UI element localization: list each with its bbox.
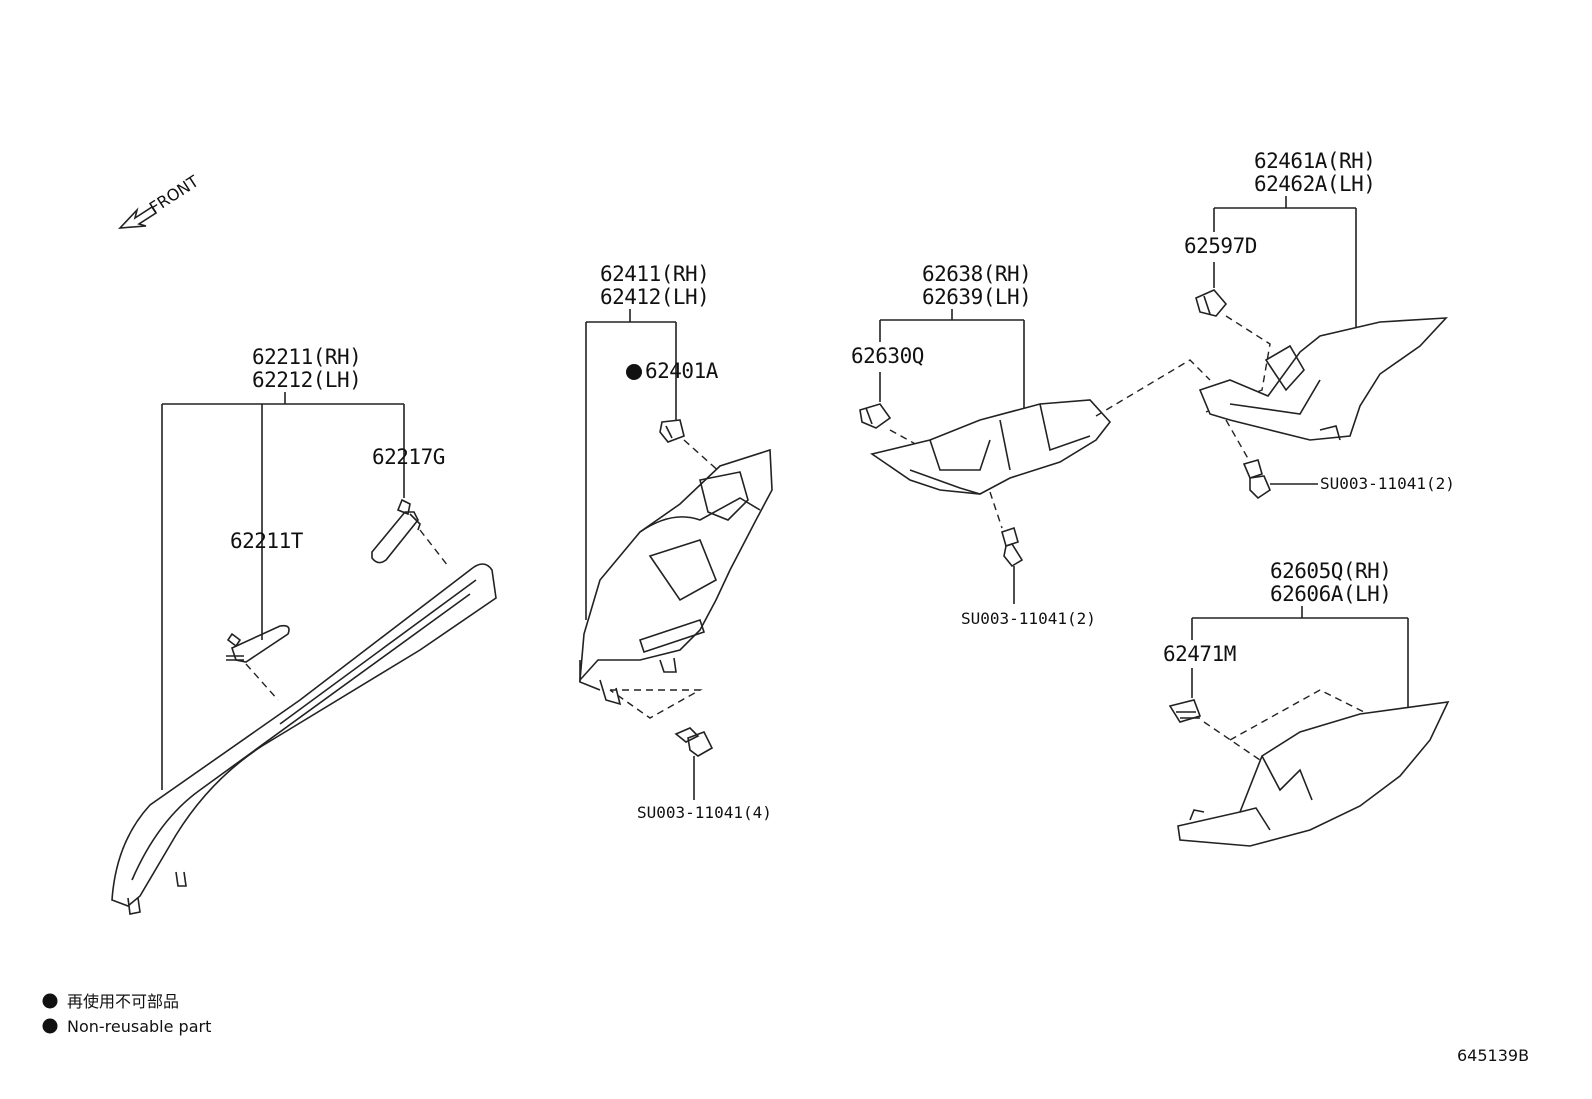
legend-japanese: 再使用不可部品 (67, 992, 179, 1011)
screw-b-icon (674, 727, 714, 800)
group-c-bracket (879, 309, 1025, 412)
a-pillar-garnish (111, 563, 497, 915)
clip-62211T-icon (226, 624, 290, 663)
group-quarter-upper: 62461A(RH) 62462A(LH) 62597D SU003-11041… (1184, 149, 1455, 500)
part-62217G-label: 62217G (372, 445, 445, 469)
group-quarter-upper-bracket (1213, 196, 1357, 328)
legend: 再使用不可部品 Non-reusable part (42, 992, 211, 1036)
group-a-pillar: 62211(RH) 62212(LH) 62211T 62217G (111, 345, 497, 915)
quarter-lower-garnish (1177, 701, 1450, 847)
legend-bullet-icon (42, 993, 58, 1009)
clip-62401A-icon (659, 419, 685, 443)
group-b-bracket (585, 309, 677, 620)
screw-quarter-upper-icon (1242, 459, 1318, 500)
group-b-pillar-lower: 62411(RH) 62412(LH) 62401A S (578, 262, 773, 822)
group-quarter-lower-label-lh: 62606A(LH) (1270, 582, 1391, 606)
group-c-label-lh: 62639(LH) (922, 285, 1031, 309)
part-62597D-label: 62597D (1184, 234, 1257, 258)
group-c-pillar: 62638(RH) 62639(LH) 62630Q SU003-11041(2… (851, 262, 1211, 628)
group-quarter-upper-label-rh: 62461A(RH) (1254, 149, 1375, 173)
group-b-label-lh: 62412(LH) (600, 285, 709, 309)
group-a-pillar-label-rh: 62211(RH) (252, 345, 361, 369)
legend-bullet-icon (42, 1018, 58, 1034)
group-b-label-rh: 62411(RH) (600, 262, 709, 286)
front-arrow-icon (117, 205, 158, 229)
part-su-c-label: SU003-11041(2) (961, 609, 1096, 628)
group-c-label-rh: 62638(RH) (922, 262, 1031, 286)
group-quarter-upper-label-lh: 62462A(LH) (1254, 172, 1375, 196)
legend-english: Non-reusable part (67, 1017, 211, 1036)
group-a-pillar-bracket (161, 392, 405, 790)
part-62630Q-label: 62630Q (851, 344, 924, 368)
front-label: FRONT (146, 172, 202, 218)
clip-62217G-icon (371, 498, 421, 564)
clip-62630Q-icon (859, 403, 892, 429)
clip-62597D-icon (1195, 289, 1228, 317)
clip-62471M-icon (1168, 699, 1202, 723)
part-su-b-label: SU003-11041(4) (637, 803, 772, 822)
part-62211T-label: 62211T (230, 529, 304, 553)
part-su-q-label: SU003-11041(2) (1320, 474, 1455, 493)
group-quarter-lower-bracket (1191, 606, 1409, 710)
part-62401A-label: 62401A (645, 359, 719, 383)
part-62471M-label: 62471M (1163, 642, 1236, 666)
group-a-pillar-label-lh: 62212(LH) (252, 368, 361, 392)
b-pillar-lower-garnish (578, 448, 773, 706)
non-reusable-marker-icon (626, 364, 642, 380)
diagram-id: 645139B (1457, 1046, 1529, 1065)
quarter-upper-garnish (1198, 317, 1448, 441)
group-quarter-lower-label-rh: 62605Q(RH) (1270, 559, 1391, 583)
c-pillar-garnish (870, 399, 1112, 495)
screw-c-icon (1001, 526, 1024, 604)
front-direction-indicator: FRONT (117, 172, 202, 229)
group-quarter-lower: 62605Q(RH) 62606A(LH) 62471M (1163, 559, 1450, 847)
